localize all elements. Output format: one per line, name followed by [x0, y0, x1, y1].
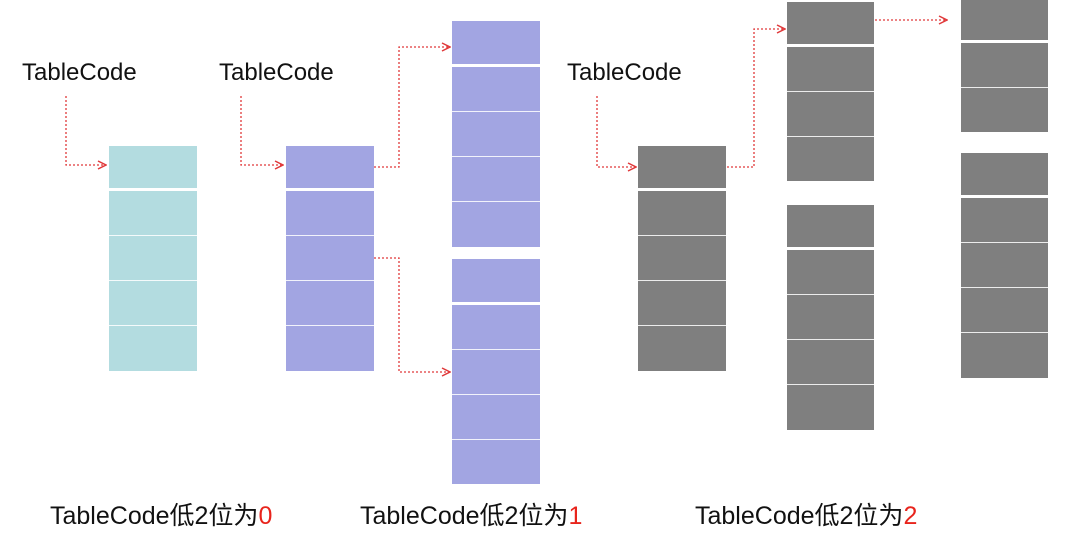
table-cell: [452, 305, 540, 350]
table-cell: [452, 157, 540, 202]
table-cell: [638, 326, 726, 371]
table-cell: [787, 92, 874, 137]
caption-value: 0: [258, 502, 273, 530]
table-cell: [286, 326, 374, 371]
table-cell-head: [961, 153, 1048, 198]
table-cell-head: [452, 21, 540, 67]
table-cell: [452, 202, 540, 247]
tablecode-label-0: TableCode: [22, 59, 137, 86]
caption-value: 2: [903, 502, 918, 530]
table-cell: [787, 295, 874, 340]
arrow-tablecode-1: [240, 96, 283, 165]
table-cell: [961, 88, 1048, 132]
caption-value: 1: [568, 502, 583, 530]
table-cell: [787, 137, 874, 181]
table-block-purple-next-1: [452, 21, 540, 247]
table-cell-head: [638, 146, 726, 191]
arrow-forward-1: [374, 47, 450, 168]
table-cell: [286, 281, 374, 326]
table-cell-head: [286, 146, 374, 191]
table-cell-head: [452, 259, 540, 305]
caption-text: TableCode低2位为: [360, 502, 569, 530]
table-cell: [961, 243, 1048, 288]
table-cell-head: [109, 146, 197, 191]
table-cell: [286, 236, 374, 281]
table-cell: [452, 395, 540, 440]
table-cell: [452, 350, 540, 395]
table-cell: [787, 250, 874, 295]
caption-text: TableCode低2位为: [695, 502, 904, 530]
table-cell: [109, 326, 197, 371]
table-cell: [961, 333, 1048, 378]
table-block-purple-next-2: [452, 259, 540, 484]
table-cell: [638, 191, 726, 236]
table-cell: [109, 281, 197, 326]
table-cell: [452, 112, 540, 157]
table-block-gray-a: [787, 2, 874, 181]
table-cell-head: [787, 2, 874, 47]
tablecode-label-1: TableCode: [219, 59, 334, 86]
arrow-tablecode-2: [596, 96, 636, 167]
table-cell: [961, 198, 1048, 243]
table-block-purple-main: [286, 146, 374, 371]
arrow-tablecode-0: [65, 96, 106, 165]
caption-1: TableCode低2位为1: [360, 504, 582, 529]
table-cell: [961, 43, 1048, 88]
table-cell: [787, 47, 874, 92]
table-block-gray-b: [787, 205, 874, 430]
table-cell: [638, 281, 726, 326]
table-cell: [787, 385, 874, 430]
table-block-gray-d: [961, 153, 1048, 378]
table-cell-head: [787, 205, 874, 250]
table-cell: [109, 191, 197, 236]
tablecode-label-2: TableCode: [567, 59, 682, 86]
table-block-gray-main: [638, 146, 726, 371]
caption-0: TableCode低2位为0: [50, 504, 272, 529]
table-cell: [452, 67, 540, 112]
table-cell: [787, 340, 874, 385]
arrow-forward-2: [374, 257, 450, 372]
table-block-gray-c: [961, 0, 1048, 132]
caption-text: TableCode低2位为: [50, 502, 259, 530]
table-cell-head: [961, 0, 1048, 43]
table-cell: [286, 191, 374, 236]
table-block-cyan: [109, 146, 197, 371]
caption-2: TableCode低2位为2: [695, 504, 917, 529]
table-cell: [109, 236, 197, 281]
table-cell: [638, 236, 726, 281]
arrow-tree-1: [727, 29, 785, 168]
table-cell: [961, 288, 1048, 333]
table-cell: [452, 440, 540, 484]
